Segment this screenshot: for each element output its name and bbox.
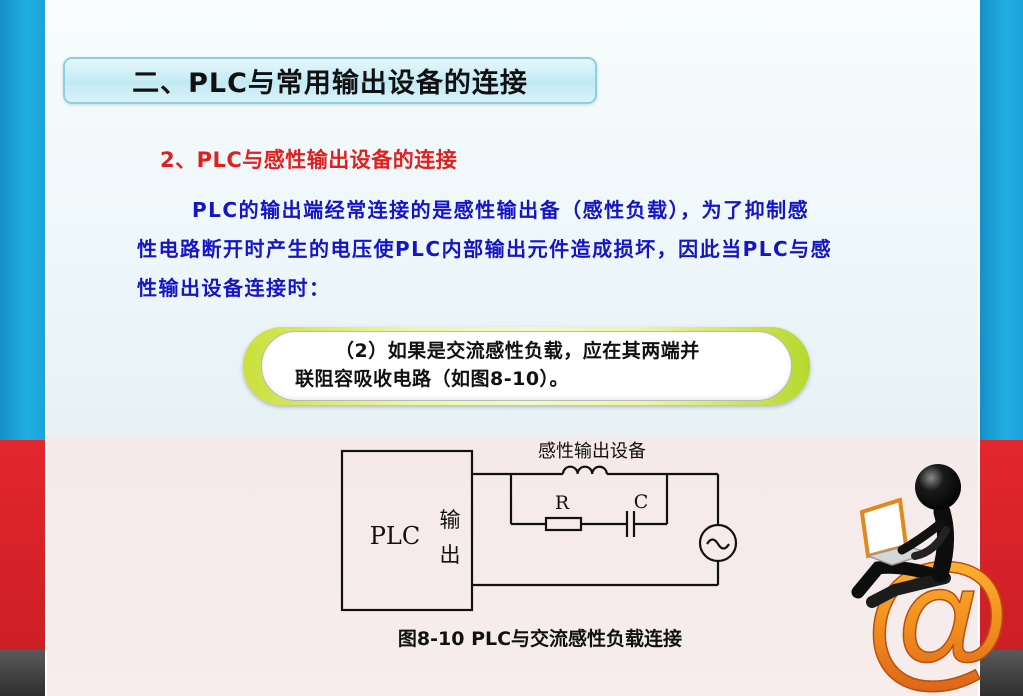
resistor: [544, 516, 583, 532]
right-strip-gray: [980, 650, 1023, 696]
callout-capsule: [243, 327, 810, 405]
right-decor-strip: [980, 0, 1023, 696]
callout-line-1: （2）如果是交流感性负载，应在其两端并: [335, 340, 700, 362]
left-strip-blue: [0, 0, 45, 440]
output-label-1: 输: [440, 508, 461, 532]
left-strip-red: [0, 440, 45, 650]
plc-box: [340, 449, 474, 612]
capacitor-label: C: [634, 491, 649, 513]
person-laptop-illustration: @: [851, 464, 1012, 696]
figure-caption: 图8-10 PLC与交流感性负载连接: [397, 628, 683, 650]
section-subtitle: 2、PLC与感性输出设备的连接: [160, 148, 458, 172]
inductor-coil: [561, 465, 608, 475]
slide-title-box: 二、PLC与常用输出设备的连接: [63, 57, 597, 104]
figure-leg-left: [851, 560, 942, 599]
left-decor-strip: [0, 0, 45, 696]
load-label: 感性输出设备: [538, 441, 646, 462]
right-strip-blue: [980, 0, 1023, 440]
paragraph-line-2: 性电路断开时产生的电压使PLC内部输出元件造成损坏，因此当PLC与感: [137, 237, 833, 261]
figure-head: [915, 464, 961, 510]
plc-label: PLC: [370, 522, 420, 550]
figure-arm-left: [897, 519, 945, 555]
callout-line-2: 联阻容吸收电路（如图8-10）。: [295, 368, 570, 390]
paragraph-line-3: 性输出设备连接时：: [137, 276, 331, 300]
right-strip-red: [980, 440, 1023, 650]
resistor-label: R: [555, 492, 570, 514]
figure-arm-right: [911, 526, 950, 560]
paragraph-line-1: PLC的输出端经常连接的是感性输出备（感性负载），为了抑制感: [192, 198, 810, 222]
left-strip-gray: [0, 650, 45, 696]
callout-inner: [261, 331, 792, 401]
figure-torso: [931, 503, 954, 583]
ac-tilde-icon: [706, 538, 730, 550]
at-sign-icon: @: [865, 532, 1011, 696]
slide-title: 二、PLC与常用输出设备的连接: [132, 68, 528, 99]
output-label-2: 出: [440, 543, 461, 567]
